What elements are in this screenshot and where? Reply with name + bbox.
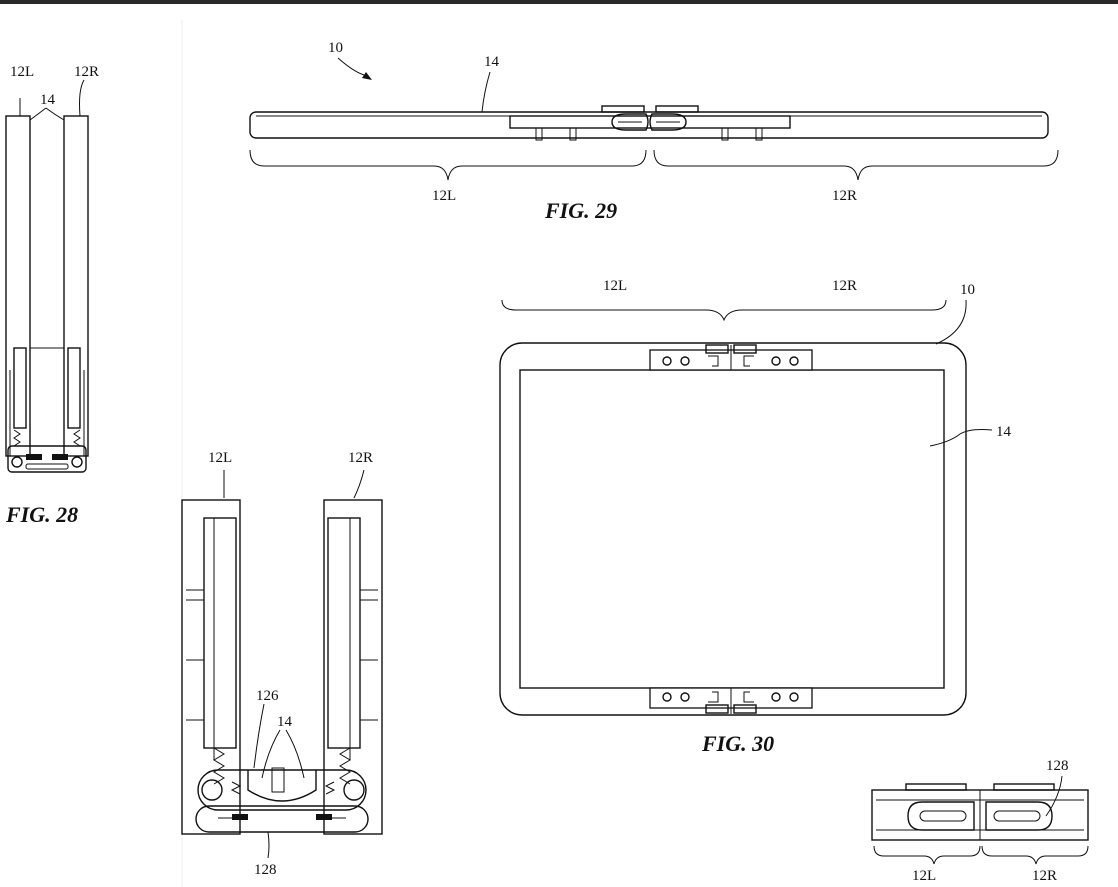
fig32-label-12r: 12R [1032, 868, 1057, 884]
fig31-label-14: 14 [277, 714, 293, 730]
fig-31: 12L 12R 126 14 128 [182, 450, 382, 878]
fig28-caption: FIG. 28 [5, 502, 78, 527]
fig30-label-12r: 12R [832, 278, 857, 294]
fig29-label-12l: 12L [432, 188, 456, 204]
fig32-label-12l: 12L [912, 868, 936, 884]
fig28-label-12r: 12R [74, 64, 99, 80]
fig28-hinge [8, 446, 86, 472]
fig29-caption: FIG. 29 [544, 198, 617, 223]
fig-28: 12L 12R 14 FIG. 28 [5, 64, 99, 527]
fig32-label-128: 128 [1046, 758, 1069, 774]
fig-29: 10 14 12L 12R FIG. 29 [250, 40, 1058, 223]
fig-30: 12L 12R 10 14 FIG. 30 [500, 278, 1012, 756]
top-bar [0, 0, 1118, 4]
fig31-label-128: 128 [254, 862, 277, 878]
fig31-label-12l: 12L [208, 450, 232, 466]
fig29-label-12r: 12R [832, 188, 857, 204]
fig30-caption: FIG. 30 [701, 731, 774, 756]
fig31-right-housing [324, 500, 382, 834]
fig30-label-10: 10 [960, 282, 975, 298]
fig-32: 128 12L 12R [872, 758, 1088, 884]
fig30-label-12l: 12L [603, 278, 627, 294]
fig28-label-12l: 12L [10, 64, 34, 80]
fig30-screen [520, 370, 944, 688]
fig31-label-12r: 12R [348, 450, 373, 466]
fig29-label-10: 10 [328, 40, 343, 56]
fig30-device-outline [500, 343, 966, 715]
fig31-hinge-126 [198, 770, 366, 810]
fig30-label-14: 14 [996, 424, 1012, 440]
fig31-left-housing [182, 500, 240, 834]
fig28-label-14: 14 [40, 92, 56, 108]
fig29-label-14: 14 [484, 54, 500, 70]
fig31-label-126: 126 [256, 688, 279, 704]
